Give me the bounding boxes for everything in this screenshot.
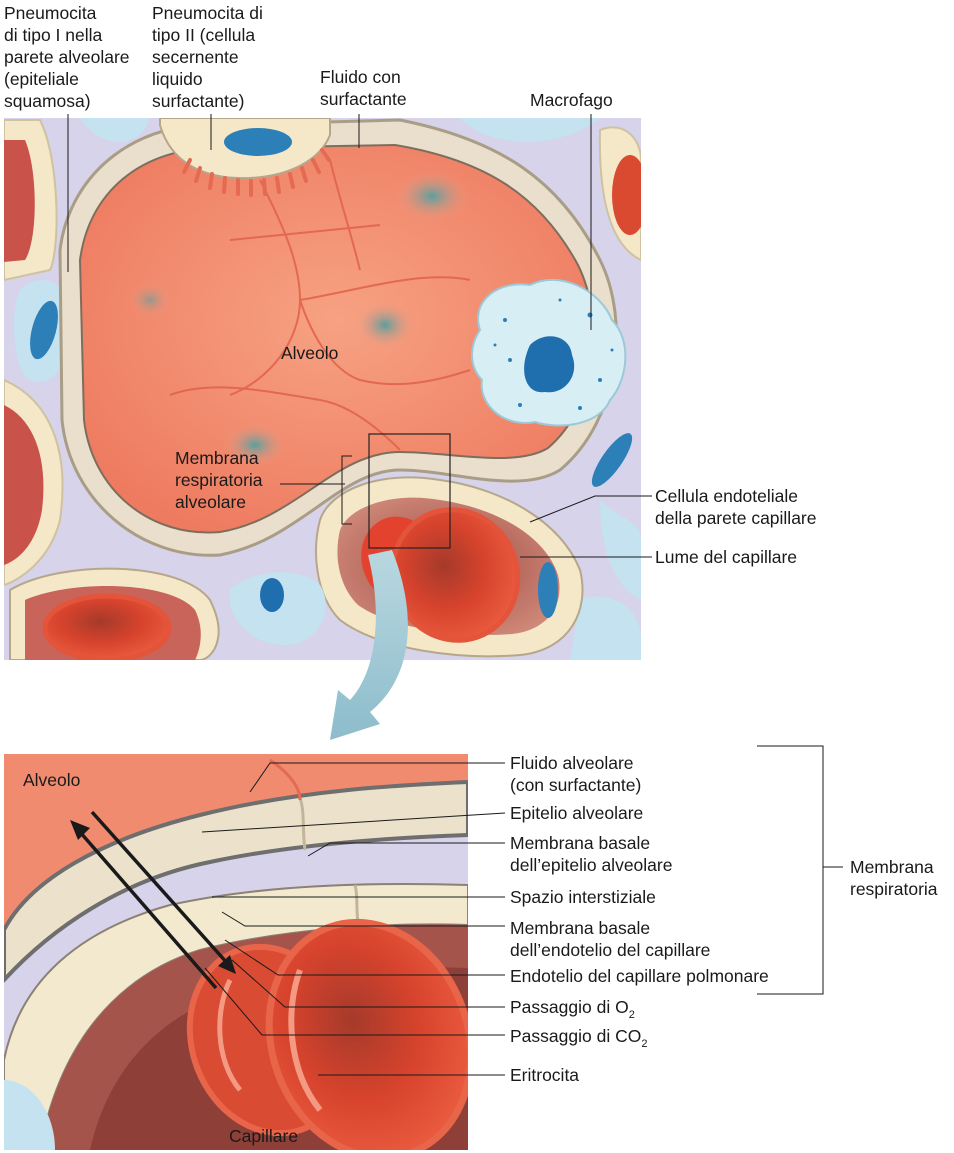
label-alveolo-bottom: Alveolo [23, 770, 81, 790]
label-membrana-basale-epitelio: Membrana basale dell’epitelio alveolare [510, 833, 673, 875]
label-passaggio-co2: Passaggio di CO2 [510, 1025, 647, 1050]
transport-arrows [70, 810, 236, 990]
label-macrofago: Macrofago [530, 90, 613, 110]
passaggio-co2-subscript: 2 [641, 1038, 648, 1050]
label-pneumocita-tipo-1: Pneumocita di tipo I nella parete alveol… [4, 3, 130, 111]
zoom-arrow [330, 550, 408, 740]
label-cellula-endoteliale: Cellula endoteliale della parete capilla… [655, 486, 817, 528]
bottom-illustration [4, 754, 468, 1150]
label-lume-capillare: Lume del capillare [655, 547, 798, 567]
label-alveolo-top: Alveolo [281, 343, 339, 363]
label-eritrocita: Eritrocita [510, 1065, 580, 1085]
label-membrana-respiratoria-bracket: Membrana respiratoria [850, 857, 938, 899]
passaggio-o2-text: Passaggio di O [510, 997, 629, 1017]
label-membrana-basale-endotelio: Membrana basale dell’endotelio del capil… [510, 918, 711, 960]
label-pneumocita-tipo-2: Pneumocita di tipo II (cellula secernent… [152, 3, 263, 111]
label-endotelio-capillare: Endotelio del capillare polmonare [510, 966, 769, 986]
passaggio-o2-subscript: 2 [628, 1009, 635, 1021]
zoom-box [368, 433, 451, 549]
label-capillare: Capillare [229, 1126, 299, 1146]
label-epitelio-alveolare: Epitelio alveolare [510, 803, 644, 823]
label-fluido-alveolare: Fluido alveolare (con surfactante) [510, 753, 642, 795]
label-membrana-respiratoria-alveolare: Membrana respiratoria alveolare [175, 448, 263, 512]
passaggio-co2-text: Passaggio di CO [510, 1026, 642, 1046]
label-passaggio-o2: Passaggio di O2 [510, 996, 635, 1021]
label-fluido-surfactante: Fluido con surfactante [320, 67, 407, 109]
leader-lines [67, 114, 843, 1076]
label-spazio-interstiziale: Spazio interstiziale [510, 887, 656, 907]
top-illustration [4, 118, 641, 660]
